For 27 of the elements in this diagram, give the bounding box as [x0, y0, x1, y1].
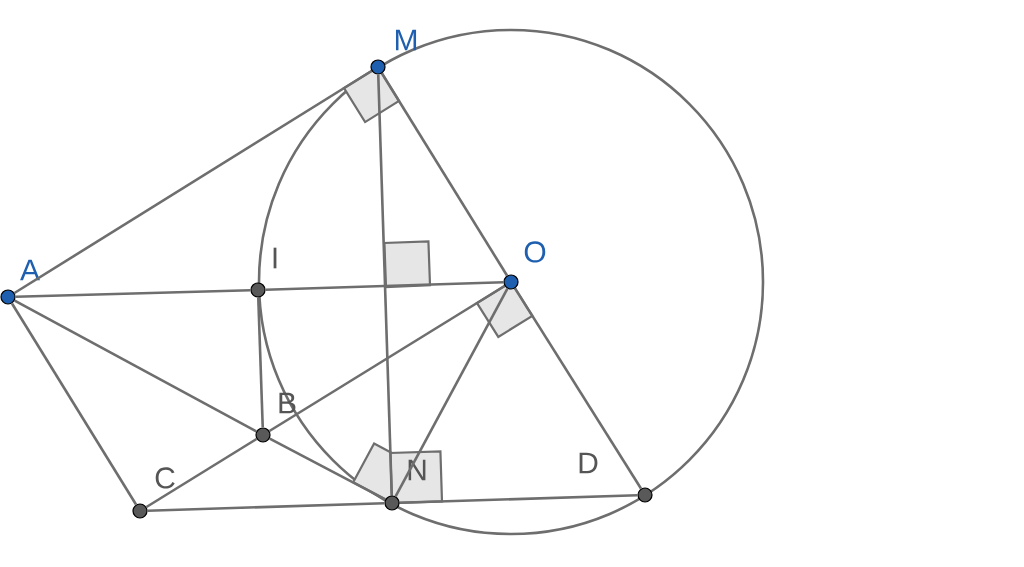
line-segment	[145, 437, 258, 509]
node-label: A	[20, 259, 40, 281]
point: C	[132, 467, 175, 519]
line-segment	[269, 437, 386, 501]
line-segment	[15, 288, 251, 299]
line-segment	[256, 297, 265, 428]
node-label: D	[579, 452, 598, 474]
point: D	[579, 452, 653, 503]
point: O	[503, 241, 546, 290]
line-segment	[394, 288, 509, 497]
point: A	[0, 259, 40, 305]
node-label: C	[155, 467, 175, 489]
node-label: M	[395, 29, 417, 51]
line-segment	[10, 302, 138, 506]
node-label: O	[524, 241, 546, 263]
line-segment	[147, 501, 385, 513]
line-segment	[14, 299, 257, 433]
point: I	[250, 247, 277, 298]
node-label: I	[273, 247, 277, 269]
line-segment	[513, 287, 643, 490]
line-segment	[376, 74, 394, 496]
line-segment	[265, 280, 504, 292]
line-segment	[13, 69, 373, 295]
line-segment	[380, 72, 509, 277]
line-segment	[399, 493, 638, 505]
point: M	[370, 29, 417, 75]
line-segment	[268, 284, 506, 433]
